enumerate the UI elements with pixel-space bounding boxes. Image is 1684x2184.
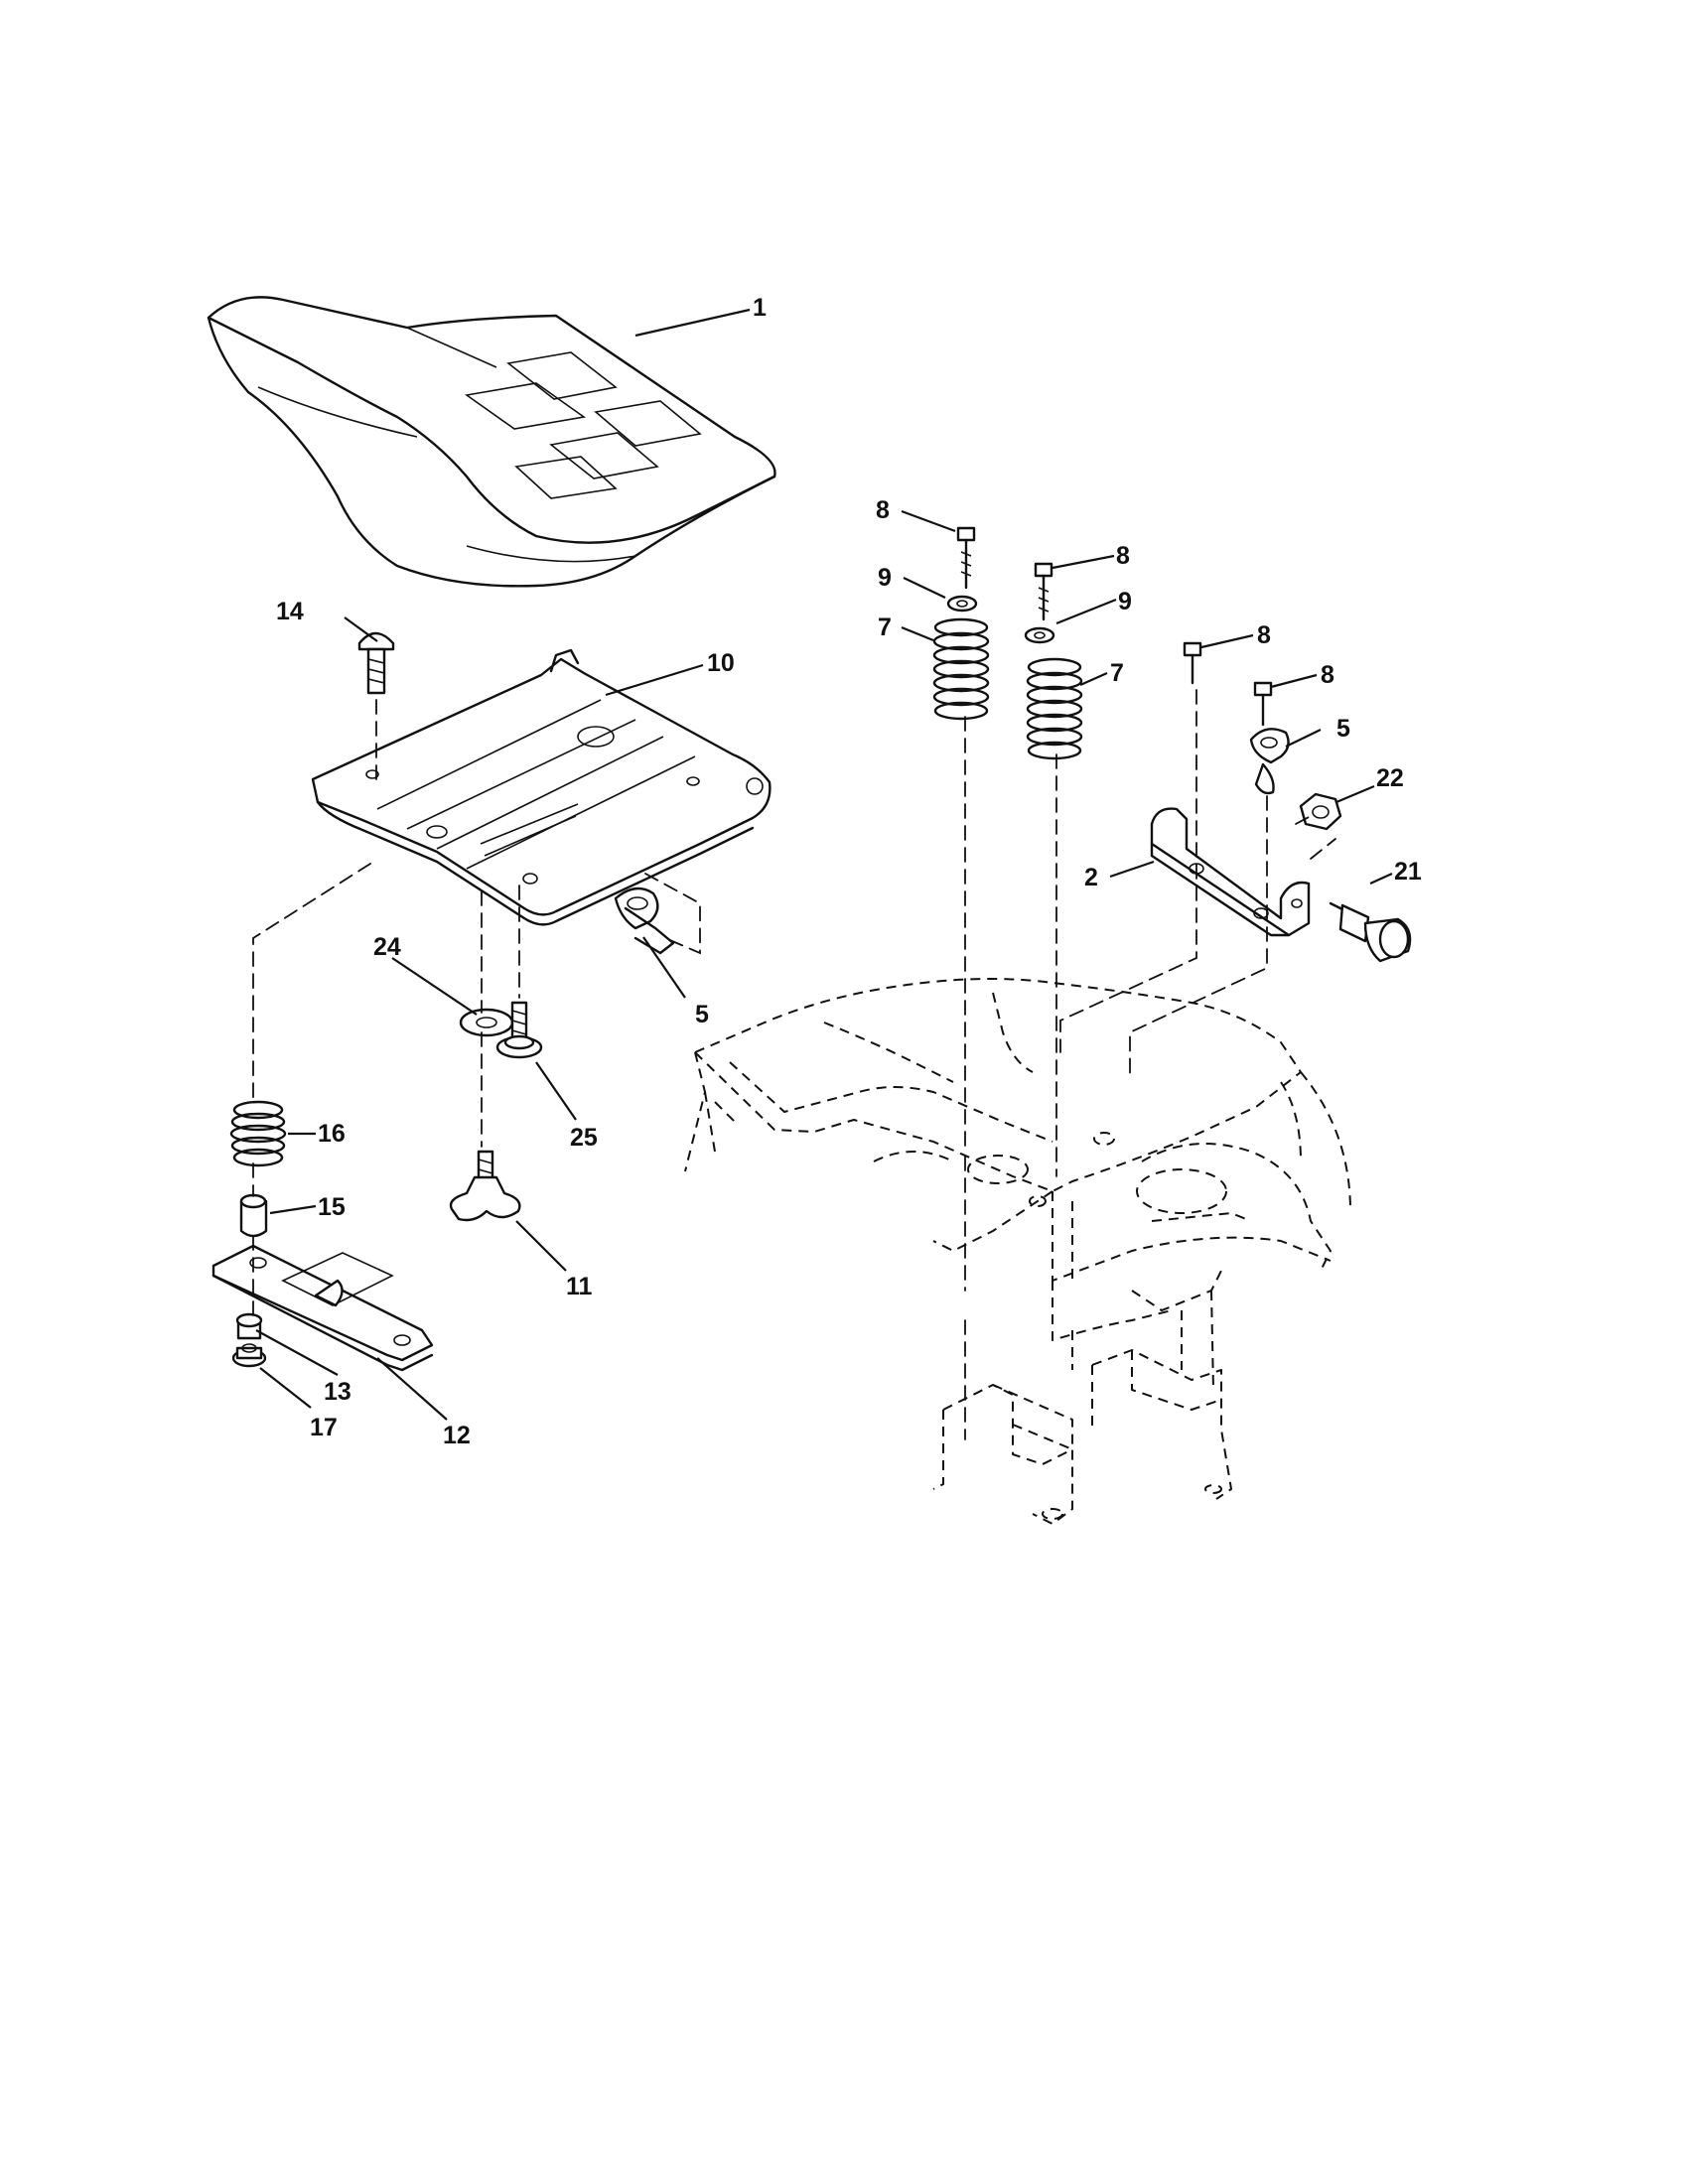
callout-8-c: 8 [1257, 621, 1271, 649]
washer-9a-part [946, 595, 978, 613]
clip-right-part [1249, 728, 1290, 795]
spacer-part [239, 1193, 268, 1238]
callout-7-left: 7 [878, 614, 892, 641]
callout-2: 2 [1084, 864, 1098, 891]
callout-5-right: 5 [1336, 715, 1350, 743]
bolt-8c-part [1183, 641, 1202, 685]
nut-13-part [235, 1312, 263, 1340]
shoulder-bolt-part [1329, 901, 1412, 963]
bolt-8a-part [956, 526, 976, 590]
callout-8-b: 8 [1116, 542, 1130, 570]
locknut-17-part [231, 1343, 267, 1368]
washer-24-part [459, 1008, 514, 1037]
callout-11: 11 [566, 1273, 593, 1300]
callout-22: 22 [1376, 764, 1404, 792]
callout-17: 17 [310, 1414, 338, 1441]
leader-lines [255, 308, 1393, 1421]
spring-7a-part [932, 617, 990, 721]
callout-13: 13 [324, 1378, 351, 1406]
callout-14: 14 [276, 598, 304, 625]
callout-5-left: 5 [695, 1001, 709, 1028]
callout-labels: 1 2 5 5 7 7 8 8 8 8 9 9 10 11 12 13 14 1… [276, 294, 1422, 1449]
knob-part [449, 1150, 521, 1222]
bolt-8b-part [1034, 562, 1053, 621]
nut-22-part [1299, 792, 1342, 831]
callout-15: 15 [318, 1193, 346, 1221]
alignment-lines [252, 689, 1336, 1440]
callout-16: 16 [318, 1120, 346, 1148]
callout-12: 12 [443, 1422, 471, 1449]
callout-24: 24 [373, 933, 401, 961]
callout-21: 21 [1394, 858, 1422, 886]
callout-10: 10 [707, 649, 735, 677]
callout-1: 1 [753, 294, 767, 322]
clip-left-part [614, 887, 675, 955]
fender-frame-outline [684, 978, 1351, 1525]
bolt-25-part [495, 1001, 543, 1059]
seat-pan-part [311, 648, 772, 926]
callout-8-a: 8 [876, 496, 890, 524]
seat-part [207, 296, 776, 588]
callout-25: 25 [570, 1124, 598, 1152]
callout-7-right: 7 [1110, 659, 1124, 687]
carriage-bolt-part [357, 631, 395, 695]
callout-8-d: 8 [1321, 661, 1334, 689]
callout-9-b: 9 [1118, 588, 1132, 615]
bracket-part [1150, 807, 1311, 937]
callout-9-a: 9 [878, 564, 892, 592]
bolt-8d-part [1253, 681, 1273, 727]
washer-9b-part [1024, 626, 1055, 644]
spring-7b-part [1026, 657, 1083, 760]
bracket-plate-part [211, 1244, 434, 1372]
spring-16-part [229, 1100, 287, 1167]
